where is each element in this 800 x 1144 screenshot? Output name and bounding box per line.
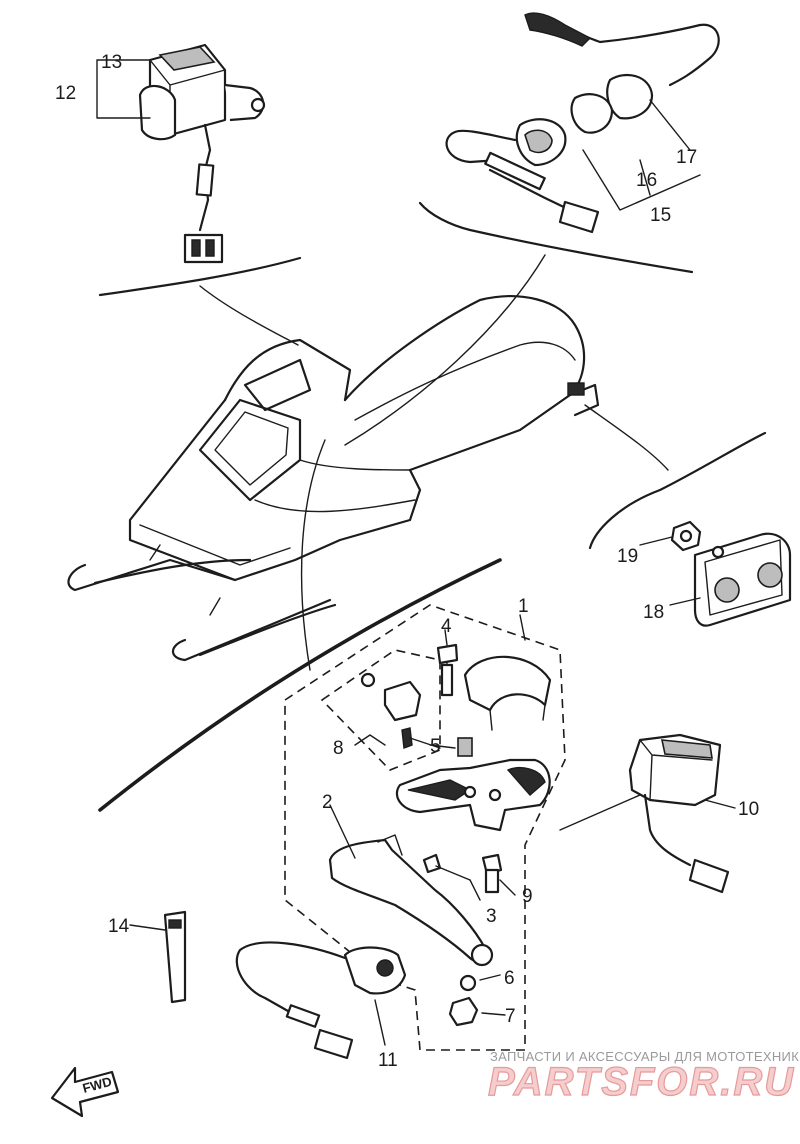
label-part-16: 16 bbox=[636, 170, 657, 191]
strap bbox=[129, 910, 187, 1004]
forward-arrow-text: FWD bbox=[81, 1074, 113, 1096]
label-part-17: 17 bbox=[676, 147, 697, 168]
watermark: ЗАПЧАСТИ И АКСЕССУАРЫ ДЛЯ МОТОТЕХНИКИ PA… bbox=[487, 1049, 800, 1105]
label-part-8: 8 bbox=[333, 738, 344, 759]
brake-lever-assembly bbox=[235, 604, 566, 1060]
label-part-15: 15 bbox=[650, 205, 671, 226]
leader-lines bbox=[98, 201, 767, 812]
tail-light-assembly bbox=[639, 520, 792, 627]
snowmobile-body bbox=[67, 295, 600, 662]
label-part-18: 18 bbox=[643, 602, 664, 623]
stop-switch-assembly bbox=[559, 733, 736, 894]
label-part-7: 7 bbox=[505, 1006, 516, 1027]
label-part-9: 9 bbox=[522, 886, 533, 907]
relay-assembly bbox=[96, 43, 266, 264]
watermark-site: PARTSFOR.RU bbox=[488, 1060, 795, 1104]
part-labels: 1 2 3 4 5 6 7 8 9 10 11 12 13 14 15 16 1… bbox=[55, 52, 759, 1071]
main-switch-assembly bbox=[445, 12, 720, 234]
watermark-caption: ЗАПЧАСТИ И АКСЕССУАРЫ ДЛЯ МОТОТЕХНИКИ bbox=[490, 1049, 800, 1064]
label-part-2: 2 bbox=[322, 792, 333, 813]
label-part-19: 19 bbox=[617, 546, 638, 567]
label-part-10: 10 bbox=[738, 799, 759, 820]
label-part-12: 12 bbox=[55, 83, 76, 104]
label-part-14: 14 bbox=[108, 916, 130, 937]
label-part-5: 5 bbox=[430, 736, 441, 757]
label-part-6: 6 bbox=[504, 968, 515, 989]
label-part-4: 4 bbox=[441, 616, 452, 637]
label-part-13: 13 bbox=[101, 52, 122, 73]
label-part-1: 1 bbox=[518, 596, 529, 617]
label-part-3: 3 bbox=[486, 906, 497, 927]
label-part-11: 11 bbox=[378, 1050, 398, 1071]
forward-arrow: FWD bbox=[50, 1066, 120, 1118]
